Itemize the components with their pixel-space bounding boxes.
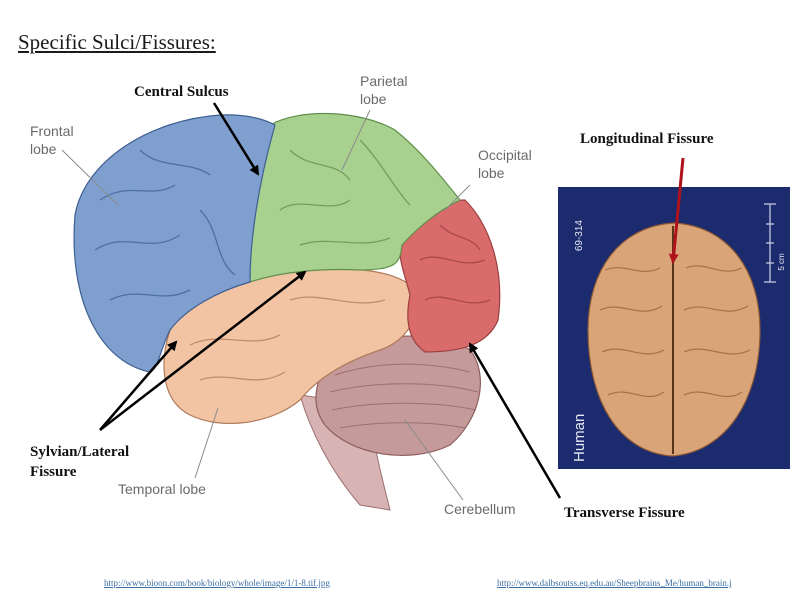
frontal-lobe-label: Frontal lobe (30, 123, 74, 157)
source-link-left[interactable]: http://www.bioon.com/book/biology/whole/… (104, 578, 330, 588)
cerebellum-leader (404, 419, 464, 501)
specimen-code: 69-314 (574, 220, 585, 252)
parietal-lobe-label: Parietal lobe (360, 73, 408, 107)
longitudinal-arrow (668, 157, 685, 264)
central-sulcus-arrow (212, 102, 260, 176)
temporal-lobe-label: Temporal lobe (118, 481, 206, 497)
sylvian-arrow-1 (99, 340, 178, 431)
frontal-leader (61, 149, 119, 206)
parietal-leader (341, 109, 371, 171)
central-sulcus-label: Central Sulcus (134, 84, 229, 100)
sylvian-fissure-label: Sylvian/Lateral Fissure (30, 444, 130, 480)
human-brain-photo: 69-314 Human 5 cm (558, 187, 790, 469)
scale-unit: 5 cm (777, 253, 786, 271)
species-label: Human (571, 414, 588, 462)
frontal-lobe-region (73, 114, 276, 373)
occipital-lobe-label: Occipital lobe (478, 147, 532, 181)
transverse-fissure-label: Transverse Fissure (564, 505, 685, 521)
slide-title: Specific Sulci/Fissures: (18, 30, 216, 54)
temporal-leader (194, 407, 219, 479)
cerebellum-label: Cerebellum (444, 501, 516, 517)
sylvian-arrow-2 (99, 270, 307, 431)
source-link-right[interactable]: http://www.dalbsoutss.eq.edu.au/Sheepbra… (497, 578, 732, 588)
occipital-leader (444, 184, 471, 211)
transverse-arrow (468, 342, 562, 499)
longitudinal-fissure-label: Longitudinal Fissure (580, 131, 714, 147)
